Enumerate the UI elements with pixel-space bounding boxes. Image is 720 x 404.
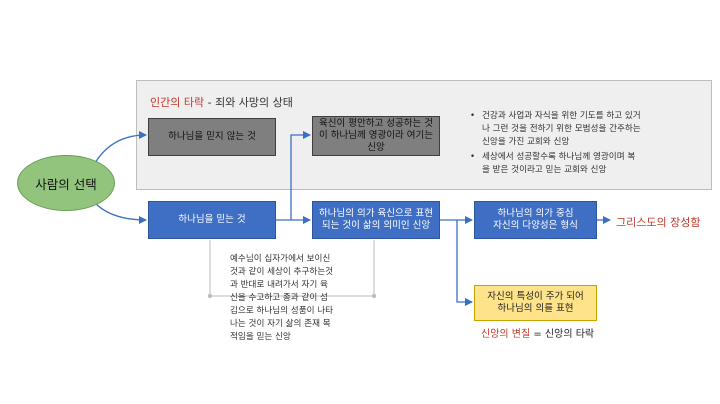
bullet-list: • 건강과 사업과 자식을 위한 기도를 하고 있거 나 그런 것을 전하기 위… xyxy=(470,110,700,177)
unbelief-box: 하나님을 믿지 않는 것 xyxy=(148,118,276,156)
bullet-item: • 건강과 사업과 자식을 위한 기도를 하고 있거 나 그런 것을 전하기 위… xyxy=(470,110,700,149)
bullet-item: • 세상에서 성공할수록 하나님께 영광이며 복 을 받은 것이라고 믿는 교회… xyxy=(470,151,700,177)
panel-title-rest: - 죄와 사망의 상태 xyxy=(204,96,293,109)
arrow-choice-to-belief xyxy=(94,202,147,224)
righteousness-expression-label: 하나님의 의가 육신으로 표현 되는 것이 삶의 의미인 신앙 xyxy=(319,208,433,231)
bullet-dot-icon: • xyxy=(470,111,476,121)
faith-corruption-caption: 신앙의 변질 = 신앙의 타락 xyxy=(481,325,594,340)
panel-title: 인간의 타락 - 죄와 사망의 상태 xyxy=(150,94,293,110)
note-bracket-dot-left xyxy=(207,293,213,299)
righteousness-expression-box: 하나님의 의가 육신으로 표현 되는 것이 삶의 의미인 신앙 xyxy=(312,201,440,239)
bullet-dot-icon: • xyxy=(470,152,476,162)
righteousness-center-box: 하나님의 의가 중심 자신의 다양성은 형식 xyxy=(474,201,597,239)
result-label: 그리스도의 장성함 xyxy=(616,216,701,229)
faith-corruption-accent: 신앙의 변질 xyxy=(481,329,531,340)
arrow-to-yellow-box xyxy=(456,220,473,306)
prosperity-faith-label: 육신이 평안하고 성공하는 것 이 하나님께 영광이라 여기는 신앙 xyxy=(319,118,433,153)
arrow-belief-to-prosperity xyxy=(290,131,311,220)
note-bracket xyxy=(209,240,375,297)
bullet-text: 세상에서 성공할수록 하나님께 영광이며 복 을 받은 것이라고 믿는 교회와 … xyxy=(482,152,636,175)
bullet-text: 건강과 사업과 자식을 위한 기도를 하고 있거 나 그런 것을 전하기 위한 … xyxy=(482,111,641,147)
self-centered-label: 자신의 특성이 주가 되어 하나님의 의를 표현 xyxy=(487,291,584,314)
belief-label: 하나님을 믿는 것 xyxy=(178,214,246,225)
faith-corruption-rest: = 신앙의 타락 xyxy=(530,329,595,340)
human-choice-oval: 사람의 선택 xyxy=(17,155,115,211)
bottom-note: 예수님이 십자가에서 보이신 것과 같이 세상이 추구하는것 과 반대로 내려가… xyxy=(230,254,334,342)
unbelief-label: 하나님을 믿지 않는 것 xyxy=(168,131,256,142)
arrow-choice-to-unbelief xyxy=(94,131,147,164)
panel-title-accent: 인간의 타락 xyxy=(150,96,205,109)
belief-box: 하나님을 믿는 것 xyxy=(148,201,276,239)
note-bracket-dot-right xyxy=(371,293,377,299)
self-centered-box: 자신의 특성이 주가 되어 하나님의 의를 표현 xyxy=(474,285,597,321)
prosperity-faith-box: 육신이 평안하고 성공하는 것 이 하나님께 영광이라 여기는 신앙 xyxy=(312,116,440,156)
righteousness-center-label: 하나님의 의가 중심 자신의 다양성은 형식 xyxy=(493,208,578,231)
